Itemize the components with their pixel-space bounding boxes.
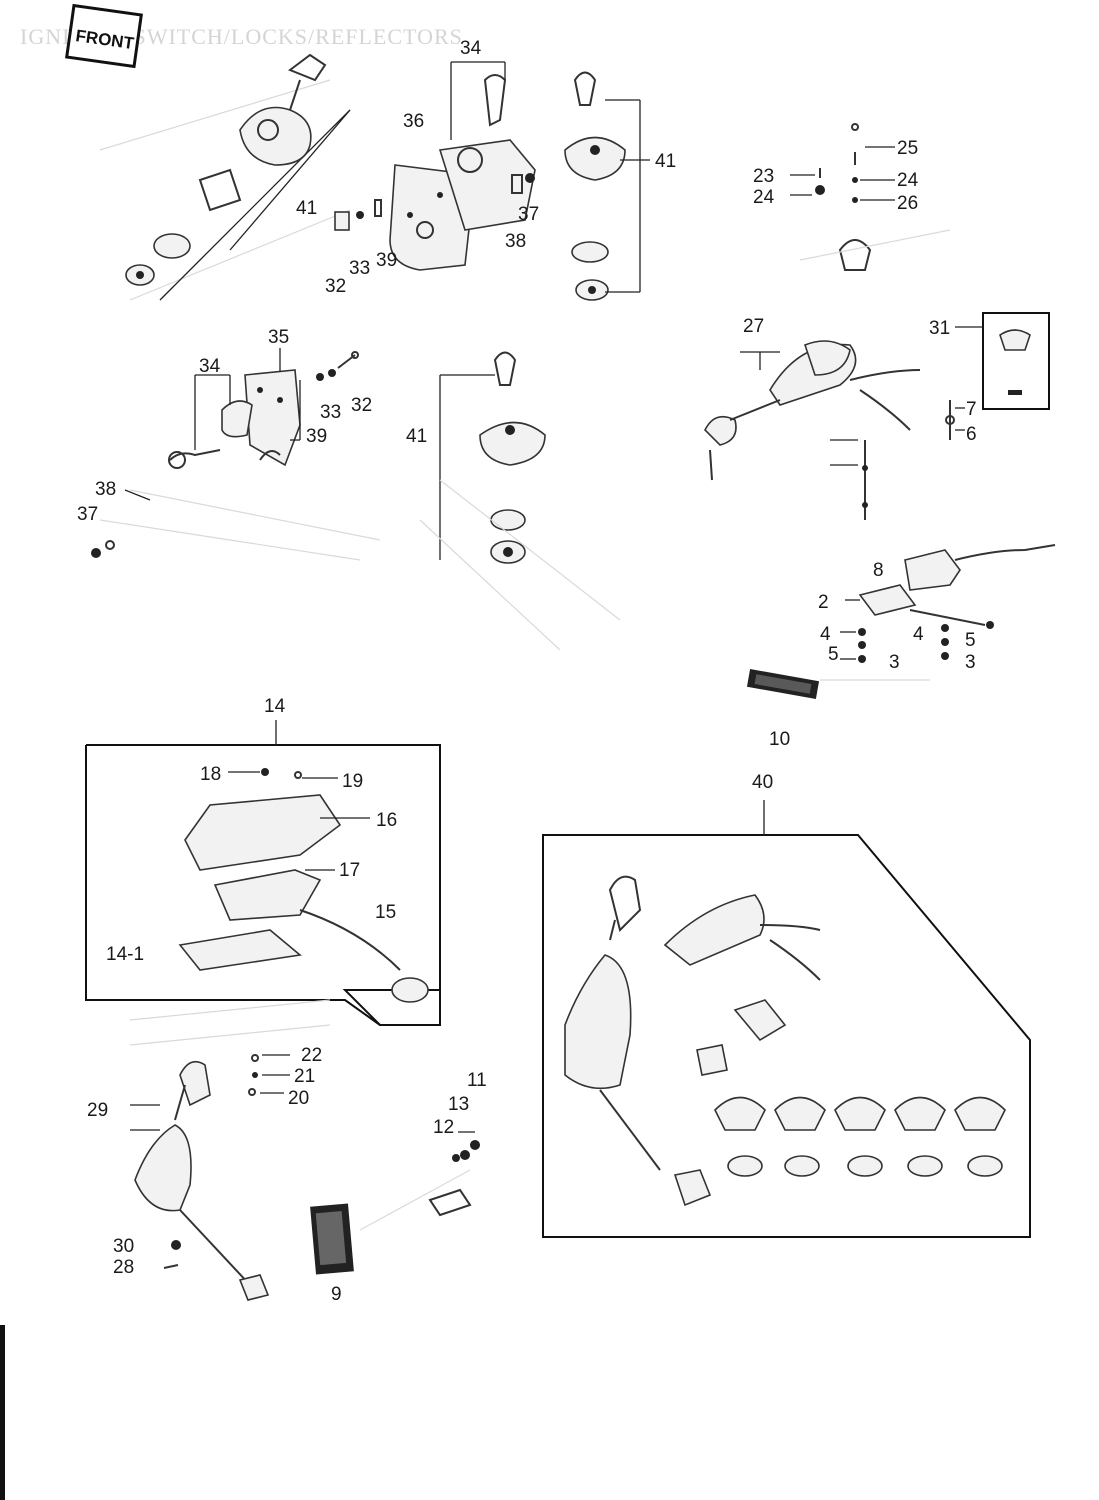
callout-3-left: 3	[889, 652, 900, 673]
callout-35: 35	[268, 327, 289, 348]
callout-41-top-right: 41	[655, 151, 676, 172]
callout-38-top: 38	[505, 231, 526, 252]
parts-7-6	[945, 400, 965, 440]
hardware-stack-top-right	[790, 123, 951, 271]
callout-19: 19	[342, 771, 363, 792]
callout-6: 6	[966, 424, 977, 445]
callout-14-1: 14-1	[106, 944, 144, 965]
callout-14: 14	[264, 696, 286, 717]
callout-24-right: 24	[897, 170, 919, 191]
callout-17: 17	[339, 860, 360, 881]
part-31-box	[955, 312, 1050, 410]
callout-33-top: 33	[349, 258, 370, 279]
callout-20: 20	[288, 1088, 309, 1109]
lock-set-middle-left	[91, 348, 381, 561]
lock-cylinders-row	[714, 1096, 1006, 1177]
callout-37-top: 37	[518, 204, 539, 225]
callout-24-left: 24	[753, 187, 775, 208]
callout-labels: 34 36 41 37 38 32 33 39 41 25 23 24 24 2…	[77, 38, 977, 1305]
ignition-switch-top	[564, 71, 650, 301]
right-switch-assembly	[704, 340, 921, 481]
bottom-left-lock	[130, 1054, 290, 1301]
callout-31: 31	[929, 318, 950, 339]
callout-8: 8	[873, 560, 884, 581]
callout-41-middle: 41	[406, 426, 427, 447]
callout-34-middle: 34	[199, 356, 221, 377]
callout-2: 2	[818, 592, 829, 613]
callout-5-right: 5	[965, 630, 976, 651]
callout-21: 21	[294, 1066, 315, 1087]
bottom-reflector	[310, 1131, 480, 1275]
callout-13: 13	[448, 1094, 469, 1115]
callout-28: 28	[113, 1257, 134, 1278]
callout-27: 27	[743, 316, 764, 337]
callout-7: 7	[966, 399, 977, 420]
callout-29: 29	[87, 1100, 108, 1121]
callout-34-top: 34	[460, 38, 482, 59]
callout-22: 22	[301, 1045, 322, 1066]
crop-mark	[0, 1325, 5, 1500]
callout-39-top: 39	[376, 250, 397, 271]
callout-38-middle: 38	[95, 479, 116, 500]
reflector-assembly-right	[746, 439, 1056, 699]
callout-4-left: 4	[820, 624, 831, 645]
top-left-assembly	[99, 53, 351, 301]
callout-26: 26	[897, 193, 918, 214]
tail-light-box	[85, 720, 441, 1046]
callout-32-top: 32	[325, 276, 346, 297]
callout-16: 16	[376, 810, 397, 831]
callout-39-middle: 39	[306, 426, 327, 447]
callout-9: 9	[331, 1284, 342, 1305]
callout-18: 18	[200, 764, 221, 785]
callout-30: 30	[113, 1236, 134, 1257]
front-badge: FRONT	[65, 3, 143, 69]
callout-41-top-left: 41	[296, 198, 317, 219]
callout-36: 36	[403, 111, 424, 132]
callout-4-right: 4	[913, 624, 924, 645]
callout-23: 23	[753, 166, 774, 187]
callout-15: 15	[375, 902, 396, 923]
lock-bracket-assembly	[334, 61, 536, 271]
callout-25: 25	[897, 138, 918, 159]
ignition-switch-middle	[419, 351, 621, 651]
callout-5-left: 5	[828, 644, 839, 665]
callout-11: 11	[467, 1070, 487, 1091]
callout-10: 10	[769, 729, 790, 750]
callout-12: 12	[433, 1117, 454, 1138]
callout-33-middle: 33	[320, 402, 341, 423]
callout-37-middle: 37	[77, 504, 98, 525]
callout-3-right: 3	[965, 652, 976, 673]
lock-set-box	[542, 800, 1031, 1238]
callout-40: 40	[752, 772, 773, 793]
callout-32-middle: 32	[351, 395, 372, 416]
